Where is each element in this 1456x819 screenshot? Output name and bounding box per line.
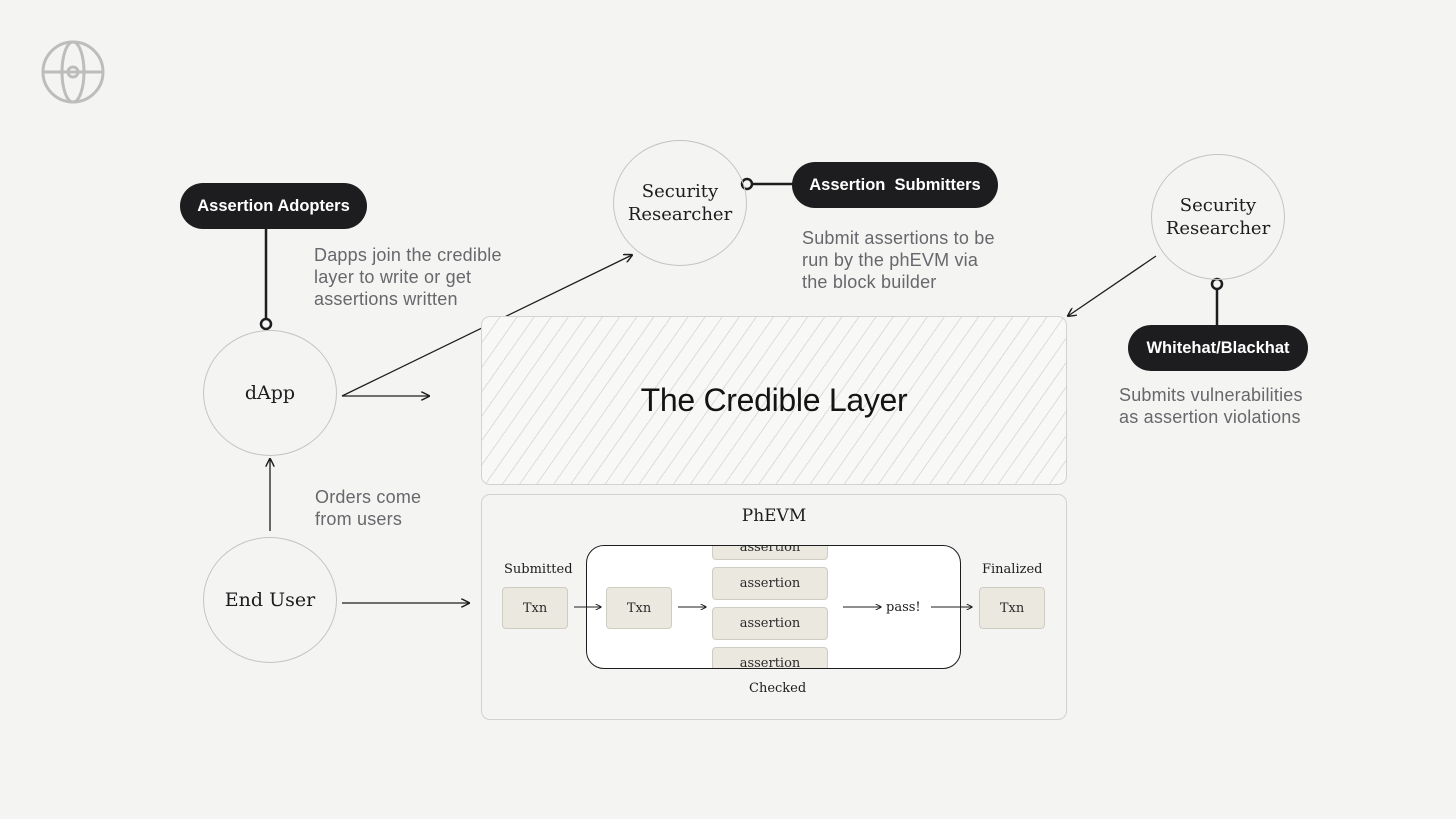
finalized-label: Finalized bbox=[982, 562, 1043, 577]
submit-assertions-note: Submit assertions to be run by the phEVM… bbox=[802, 228, 995, 292]
pass-label: pass! bbox=[886, 600, 921, 615]
submits-vulnerabilities-note: Submits vulnerabilities as assertion vio… bbox=[1119, 385, 1303, 427]
dapps-join-note: Dapps join the credible layer to write o… bbox=[314, 245, 502, 309]
orders-come-note: Orders come from users bbox=[315, 487, 422, 529]
security-researcher-right-node: Security Researcher bbox=[1151, 154, 1285, 280]
assertion-submitters-pill: Assertion Submitters bbox=[792, 162, 998, 208]
assertion-adopters-pill: Assertion Adopters bbox=[180, 183, 367, 229]
researcher-to-layer-arrow bbox=[1068, 255, 1157, 316]
assertion-chip: assertion bbox=[712, 546, 828, 560]
credible-layer-box: The Credible Layer bbox=[481, 316, 1067, 485]
end-user-label: End User bbox=[224, 589, 316, 611]
assertion-chip: assertion bbox=[712, 567, 828, 600]
logo bbox=[40, 40, 106, 104]
adopters-connector-dot bbox=[259, 317, 273, 331]
checked-txn-chip: Txn bbox=[606, 587, 672, 629]
security-researcher-top-node: Security Researcher bbox=[613, 140, 747, 266]
dapp-label: dApp bbox=[244, 382, 296, 404]
assertion-chip: assertion bbox=[712, 647, 828, 668]
submitted-txn-chip: Txn bbox=[502, 587, 568, 629]
submitted-label: Submitted bbox=[504, 562, 573, 577]
checked-label: Checked bbox=[749, 681, 807, 696]
globe-icon bbox=[41, 40, 105, 104]
dapp-node: dApp bbox=[203, 330, 337, 456]
assertion-chip: assertion bbox=[712, 607, 828, 640]
security-researcher-top-label: Security Researcher bbox=[627, 181, 733, 225]
phevm-title: PhEVM bbox=[741, 506, 807, 526]
finalized-txn-chip: Txn bbox=[979, 587, 1045, 629]
whitehat-blackhat-pill: Whitehat/Blackhat bbox=[1128, 325, 1308, 371]
credible-layer-title: The Credible Layer bbox=[640, 382, 908, 418]
security-researcher-right-label: Security Researcher bbox=[1165, 195, 1271, 239]
end-user-node: End User bbox=[203, 537, 337, 663]
